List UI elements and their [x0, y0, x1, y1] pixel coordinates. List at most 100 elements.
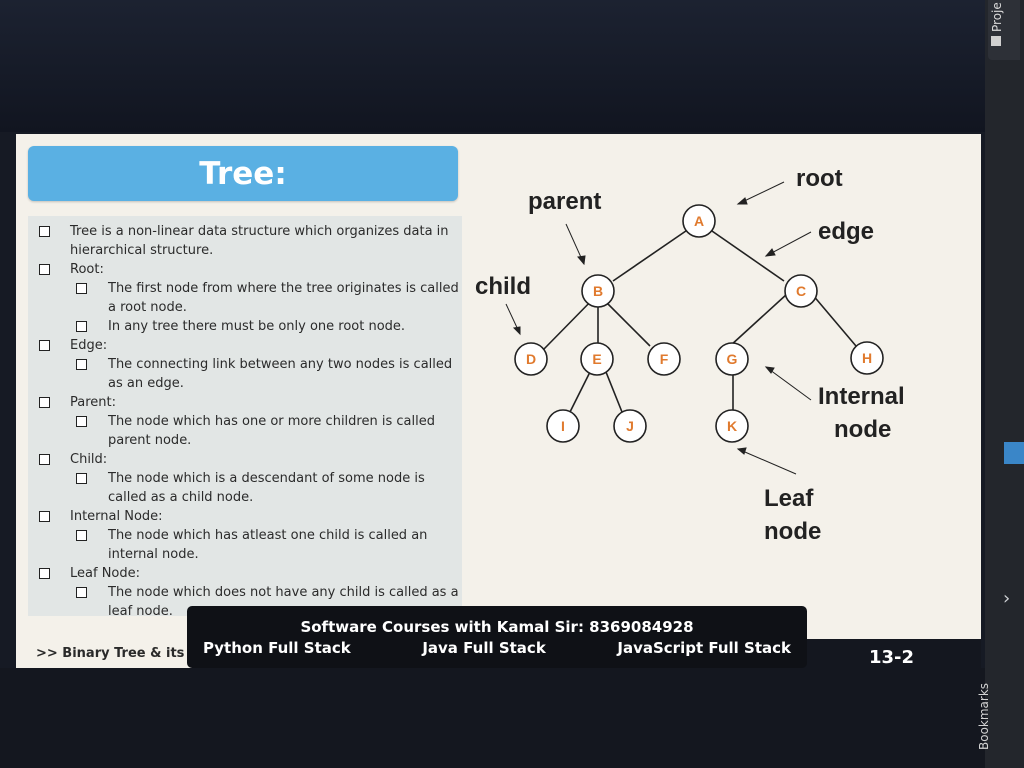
checkbox-icon [76, 359, 87, 370]
label-parent: parent [528, 188, 601, 215]
checkbox-icon [39, 568, 50, 579]
tree-node-d [514, 342, 548, 376]
bullet-item: Root: [36, 260, 466, 279]
checkbox-icon [76, 283, 87, 294]
slide-title: Tree: [28, 146, 458, 201]
chevron-right-icon[interactable]: › [1003, 588, 1011, 609]
node-label: K [727, 418, 737, 434]
label-internal-node: node [834, 416, 891, 443]
checkbox-icon [39, 397, 50, 408]
node-label: B [593, 283, 603, 299]
checkbox-icon [39, 454, 50, 465]
side-panel [985, 0, 1024, 768]
checkbox-icon [76, 530, 87, 541]
checkbox-icon [39, 264, 50, 275]
label-edge: edge [818, 218, 874, 245]
monitor-top-area [0, 0, 985, 132]
sub-bullet-item: In any tree there must be only one root … [36, 317, 466, 336]
checkbox-icon [76, 587, 87, 598]
node-label: G [727, 351, 738, 367]
bullet-text: The first node from where the tree origi… [108, 281, 459, 315]
tree-edges [543, 221, 857, 413]
promo-banner: Software Courses with Kamal Sir: 8369084… [187, 606, 807, 668]
scrollbar-thumb[interactable] [1004, 442, 1024, 464]
bullet-text: Tree is a non-linear data structure whic… [70, 224, 449, 258]
tree-node-h [850, 341, 884, 375]
course-javascript: JavaScript Full Stack [617, 639, 791, 657]
bullet-text: The node which has one or more children … [108, 414, 435, 448]
bullet-item: Tree is a non-linear data structure whic… [36, 222, 466, 260]
label-internal: Internal [818, 383, 905, 410]
node-letters: A B C D E F G H I J K [526, 213, 872, 434]
node-label: A [694, 213, 704, 229]
tree-node-f [647, 342, 681, 376]
tree-node-k [715, 409, 749, 443]
page-number: 13-2 [869, 647, 915, 668]
node-label: J [626, 418, 634, 434]
footer-left-area [16, 639, 206, 668]
label-leaf-node: node [764, 518, 821, 545]
bullet-text: The node which is a descendant of some n… [108, 471, 425, 505]
sub-bullet-item: The node which is a descendant of some n… [36, 469, 466, 507]
node-label: F [660, 351, 669, 367]
tree-node-e [580, 342, 614, 376]
node-label: C [796, 283, 806, 299]
sub-bullet-item: The node which has one or more children … [36, 412, 466, 450]
bullet-text: Internal Node: [70, 509, 163, 524]
node-label: I [561, 418, 565, 434]
folder-icon [991, 36, 1001, 46]
node-label: H [862, 350, 872, 366]
sub-bullet-item: The first node from where the tree origi… [36, 279, 466, 317]
label-child: child [475, 273, 531, 300]
tree-nodes [514, 204, 884, 443]
bullet-text: Root: [70, 262, 104, 277]
tree-node-a [682, 204, 716, 238]
tree-diagram: A B C D E F G H I J K root parent edge c… [475, 165, 905, 545]
projects-tab-label[interactable]: Proje [990, 2, 1004, 32]
sub-bullet-item: The node which does not have any child i… [36, 583, 466, 621]
tree-node-g [715, 342, 749, 376]
next-topic-link[interactable]: >> Binary Tree & its t [36, 646, 196, 661]
banner-courses: Python Full Stack Java Full Stack JavaSc… [203, 639, 791, 657]
node-label: D [526, 351, 536, 367]
bullet-item: Leaf Node: [36, 564, 466, 583]
projects-tab[interactable] [988, 0, 1020, 60]
tree-node-b [581, 274, 615, 308]
checkbox-icon [76, 321, 87, 332]
annotation-arrows [505, 181, 812, 475]
sub-bullet-item: The connecting link between any two node… [36, 355, 466, 393]
checkbox-icon [39, 340, 50, 351]
course-java: Java Full Stack [422, 639, 546, 657]
checkbox-icon [39, 511, 50, 522]
tree-node-c [784, 274, 818, 308]
banner-title: Software Courses with Kamal Sir: 8369084… [300, 618, 694, 636]
bullet-item: Parent: [36, 393, 466, 412]
bullet-text: The connecting link between any two node… [108, 357, 453, 391]
bullet-list: Tree is a non-linear data structure whic… [36, 222, 466, 621]
checkbox-icon [76, 473, 87, 484]
bullet-text: Parent: [70, 395, 116, 410]
bullet-text: In any tree there must be only one root … [108, 319, 406, 334]
bullet-text: The node which does not have any child i… [108, 585, 459, 619]
checkbox-icon [76, 416, 87, 427]
bullet-text: The node which has atleast one child is … [108, 528, 428, 562]
label-leaf: Leaf [764, 485, 814, 512]
bullet-item: Child: [36, 450, 466, 469]
tree-node-j [613, 409, 647, 443]
bullet-text: Leaf Node: [70, 566, 140, 581]
monitor-bottom-area [0, 668, 985, 768]
bullet-item: Internal Node: [36, 507, 466, 526]
bullet-text: Child: [70, 452, 108, 467]
label-root: root [796, 165, 843, 192]
bullet-text: Edge: [70, 338, 108, 353]
checkbox-icon [39, 226, 50, 237]
bullet-item: Edge: [36, 336, 466, 355]
diagram-labels: root parent edge child Internal node Lea… [475, 165, 905, 545]
tree-node-i [546, 409, 580, 443]
slide: Tree: Tree is a non-linear data structur… [16, 134, 981, 668]
content-panel [28, 216, 462, 616]
course-python: Python Full Stack [203, 639, 351, 657]
bookmarks-tab[interactable]: Bookmarks [977, 682, 991, 750]
node-label: E [592, 351, 601, 367]
sub-bullet-item: The node which has atleast one child is … [36, 526, 466, 564]
